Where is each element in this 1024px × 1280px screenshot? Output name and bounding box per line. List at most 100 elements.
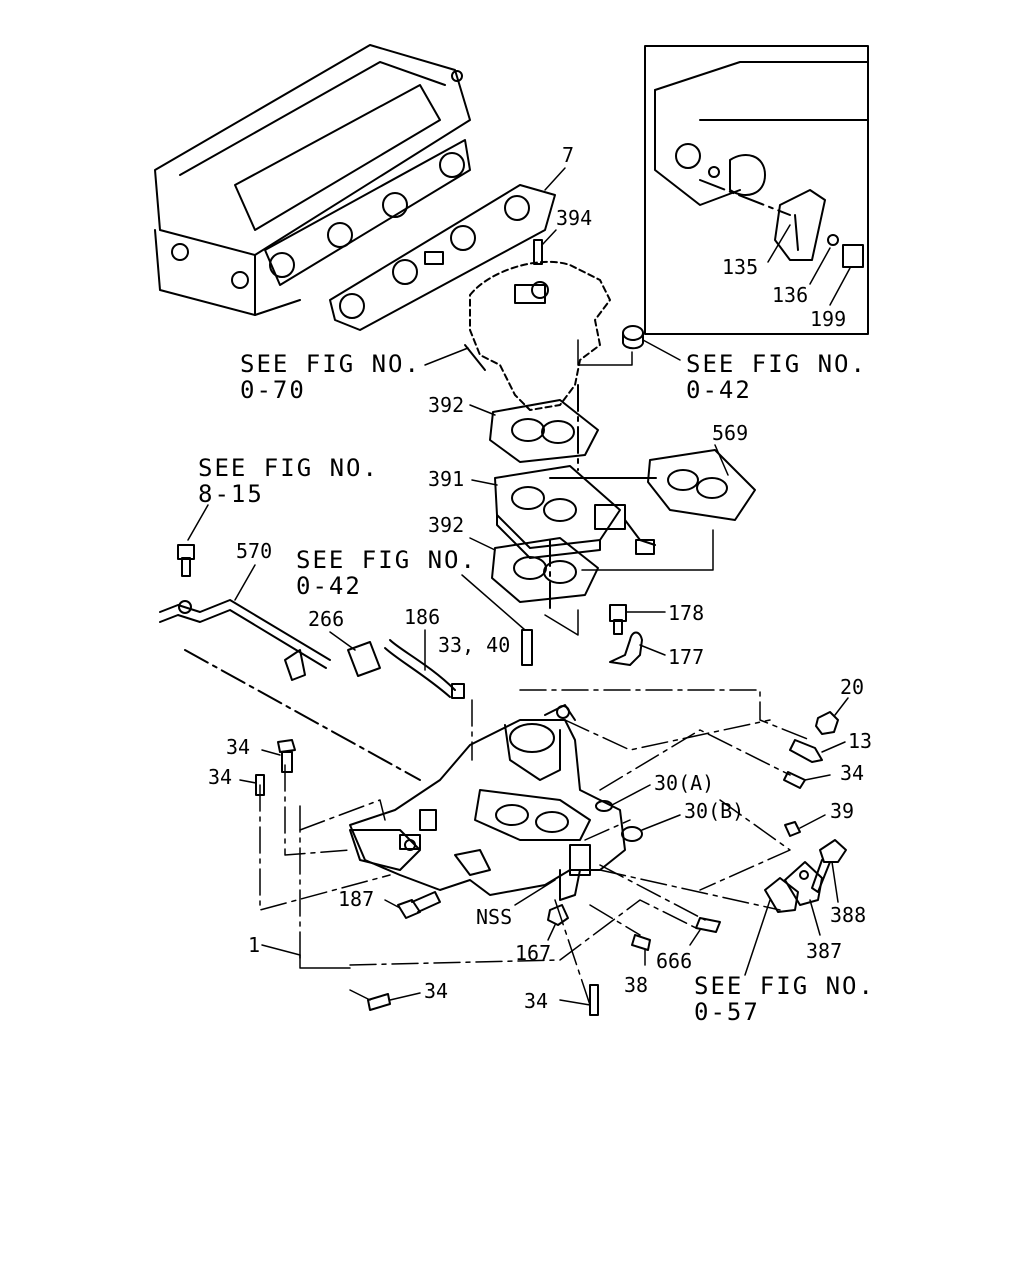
washer-136-shape — [827, 234, 839, 246]
plug-39-shape — [784, 814, 826, 837]
ref-0-42-lower-line1: SEE FIG NO. — [296, 546, 477, 574]
label-135: 135 — [722, 255, 758, 279]
label-13: 13 — [848, 729, 872, 753]
ref-8-15-line2: 8-15 — [198, 480, 264, 508]
label-20: 20 — [840, 675, 864, 699]
manifold-runner-left — [349, 829, 421, 871]
stud-33-40-shape — [461, 574, 533, 666]
bracket-135-rib — [794, 214, 799, 251]
head-cover — [154, 44, 471, 256]
head-body — [154, 229, 301, 316]
label-7: 7 — [562, 143, 574, 167]
nut-20-shape — [815, 697, 849, 735]
label-39: 39 — [830, 799, 854, 823]
bolt-178-shape — [609, 604, 666, 635]
nut-167-shape — [547, 904, 569, 941]
ref-0-42-upper-line1: SEE FIG NO. — [686, 350, 867, 378]
bolt-34-left-a-shape — [261, 739, 296, 773]
part-number-labels: 7 394 392 391 392 569 570 266 186 33, 40… — [208, 143, 872, 1013]
manifold-1-leader — [261, 944, 301, 956]
stud-34-bottom-b-shape — [559, 984, 599, 1016]
ref-0-42-upper-line2: 0-42 — [686, 376, 752, 404]
label-34-left-a: 34 — [226, 735, 250, 759]
bolt-187-shape — [384, 891, 441, 919]
gasket-7-shape — [329, 167, 566, 331]
label-186: 186 — [404, 605, 440, 629]
bolt-388-shape — [811, 839, 847, 903]
hose-186-shape — [384, 629, 465, 699]
label-394: 394 — [556, 206, 592, 230]
label-199: 199 — [810, 307, 846, 331]
label-nss: NSS — [476, 905, 512, 929]
label-34-left-b: 34 — [208, 765, 232, 789]
label-136: 136 — [772, 283, 808, 307]
figure-references: SEE FIG NO. 0-70 SEE FIG NO. 0-42 SEE FI… — [198, 350, 875, 1026]
label-570: 570 — [236, 539, 272, 563]
head-port-1 — [269, 252, 295, 278]
ref-0-42-lower-line2: 0-42 — [296, 572, 362, 600]
bolt-13-shape — [789, 739, 846, 763]
label-1: 1 — [248, 933, 260, 957]
stud-34-right-shape — [783, 771, 831, 789]
ref-0-57-line2: 0-57 — [694, 998, 760, 1026]
stud-34-left-b-shape — [239, 774, 265, 796]
inset-detail — [644, 45, 869, 335]
plug-266-shape — [329, 631, 381, 677]
head-port-3 — [382, 192, 408, 218]
head-cover-ridge — [179, 61, 446, 176]
label-187: 187 — [338, 887, 374, 911]
label-387: 387 — [806, 939, 842, 963]
gasket-569-shape — [581, 444, 756, 571]
label-34-bottom-b: 34 — [524, 989, 548, 1013]
insulator-391-shape — [471, 465, 657, 559]
leader-lines — [259, 689, 811, 1006]
label-34-bottom-a: 34 — [424, 979, 448, 1003]
label-33-40: 33, 40 — [438, 633, 510, 657]
label-392-upper: 392 — [428, 393, 464, 417]
clip-177-shape — [609, 631, 666, 666]
ref-0-70-line1: SEE FIG NO. — [240, 350, 421, 378]
bracket-135-shape — [774, 189, 826, 261]
inset-head-top — [654, 61, 869, 91]
label-266: 266 — [308, 607, 344, 631]
cover-387-shape — [784, 861, 823, 936]
label-38: 38 — [624, 973, 648, 997]
inset-bolt — [708, 166, 720, 178]
inset-port — [675, 143, 701, 169]
label-167: 167 — [515, 941, 551, 965]
head-stud — [451, 70, 463, 82]
manifold-plenum — [474, 789, 591, 841]
stud-666-shape — [689, 917, 721, 946]
label-30b: 30(B) — [684, 799, 744, 823]
head-bolt-hole — [171, 243, 189, 261]
gasket-392-upper-shape — [469, 384, 599, 471]
ref-0-70-line2: 0-70 — [240, 376, 306, 404]
stud-34-bottom-a-shape — [367, 992, 421, 1011]
label-666: 666 — [656, 949, 692, 973]
ref-0-57-line1: SEE FIG NO. — [694, 972, 875, 1000]
intake-manifold — [349, 704, 626, 901]
head-cover-panel — [234, 84, 441, 231]
inset-frame — [644, 45, 869, 335]
head-port-2 — [327, 222, 353, 248]
label-178: 178 — [668, 601, 704, 625]
bolt-8-15-shape — [177, 504, 209, 577]
head-port-4 — [439, 152, 465, 178]
throttle-body-outline — [424, 260, 611, 411]
inset-head-side — [654, 89, 741, 206]
label-391: 391 — [428, 467, 464, 491]
label-177: 177 — [668, 645, 704, 669]
label-569: 569 — [712, 421, 748, 445]
nss-part-shape — [514, 879, 556, 906]
washer-30a-shape — [595, 784, 651, 812]
inset-axis — [699, 179, 791, 216]
ref-8-15-line1: SEE FIG NO. — [198, 454, 379, 482]
inset-manifold-flange — [729, 154, 766, 196]
stud-394-shape — [533, 229, 557, 265]
gasket-0-57-shape — [744, 877, 799, 976]
label-392-lower: 392 — [428, 513, 464, 537]
manifold-boss — [544, 704, 576, 721]
washer-30b-shape — [621, 814, 681, 842]
bolt-199-shape — [842, 244, 864, 268]
